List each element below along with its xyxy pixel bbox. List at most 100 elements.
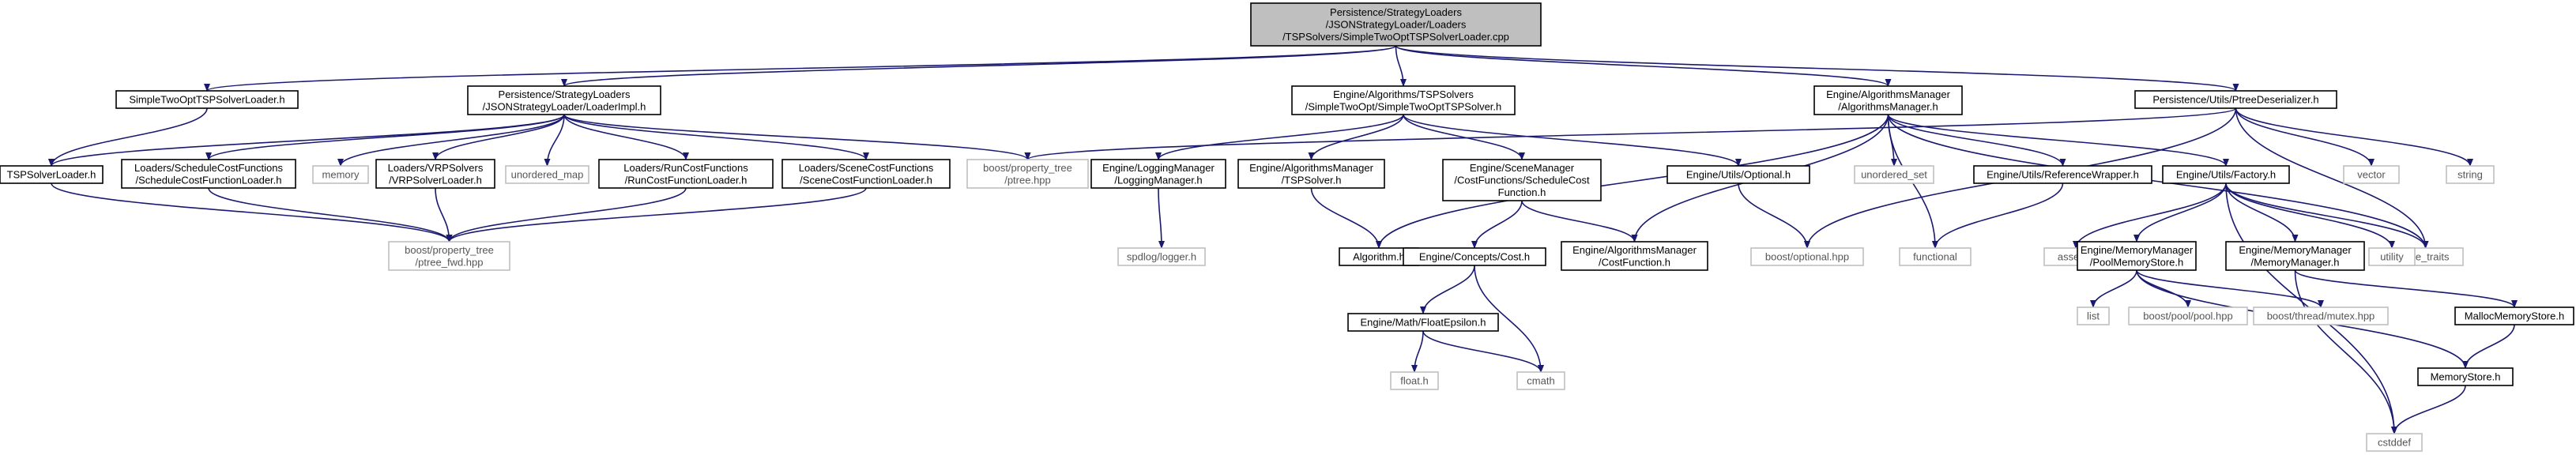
node-reference-wrapper-h[interactable]: Engine/Utils/ReferenceWrapper.h bbox=[1973, 165, 2152, 184]
node-label: /JSONStrategyLoader/Loaders bbox=[1326, 19, 1467, 31]
node-label: /LoggingManager.h bbox=[1114, 174, 1202, 186]
node-spdlog-h: spdlog/logger.h bbox=[1117, 247, 1206, 266]
node-concepts-cost-h[interactable]: Engine/Concepts/Cost.h bbox=[1403, 247, 1546, 266]
node-label: /ptree.hpp bbox=[1004, 174, 1051, 186]
node-simple-solver-h[interactable]: Engine/Algorithms/TSPSolvers/SimpleTwoOp… bbox=[1291, 85, 1516, 115]
node-ptree-deser-h[interactable]: Persistence/Utils/PtreeDeserializer.h bbox=[2134, 90, 2337, 109]
include-edge bbox=[1395, 45, 1892, 87]
node-box bbox=[2134, 90, 2337, 109]
node-memory-store-h[interactable]: MemoryStore.h bbox=[2417, 367, 2514, 386]
node-label: vector bbox=[2357, 169, 2386, 181]
include-edge bbox=[1308, 114, 1404, 160]
node-label: Engine/Utils/ReferenceWrapper.h bbox=[1987, 169, 2139, 181]
include-edge bbox=[1471, 200, 1523, 249]
node-box bbox=[2368, 247, 2416, 266]
node-label: /ptree_fwd.hpp bbox=[415, 256, 483, 268]
node-box bbox=[1750, 247, 1864, 266]
node-factory-h[interactable]: Engine/Utils/Factory.h bbox=[2162, 165, 2290, 184]
node-label: Engine/Concepts/Cost.h bbox=[1419, 251, 1530, 263]
edge-ptree-deser-h-to-string bbox=[2235, 107, 2473, 167]
include-edge bbox=[1521, 200, 1638, 243]
include-edge bbox=[1887, 114, 2229, 167]
node-box bbox=[2446, 165, 2495, 184]
node-tspsolverloader-h[interactable]: TSPSolverLoader.h bbox=[0, 165, 104, 184]
include-edge bbox=[1420, 265, 1475, 314]
node-boost-pool: boost/pool/pool.hpp bbox=[2128, 306, 2248, 325]
node-box bbox=[1090, 159, 1226, 189]
node-schedule-cost-function-h[interactable]: Engine/SceneManager/CostFunctions/Schedu… bbox=[1442, 159, 1602, 201]
node-am-tspsolver-h[interactable]: Engine/AlgorithmsManager/TSPSolver.h bbox=[1237, 159, 1385, 189]
node-scene-cost-loader-h[interactable]: Loaders/SceneCostFunctions/SceneCostFunc… bbox=[781, 159, 951, 189]
include-edge bbox=[1310, 187, 1382, 249]
node-functional: functional bbox=[1899, 247, 1972, 266]
include-edge bbox=[432, 114, 565, 160]
edge-simple-solver-h-to-logging-manager-h bbox=[1155, 114, 1404, 160]
include-edge bbox=[1395, 45, 2239, 92]
include-edge bbox=[1932, 182, 2064, 249]
node-box bbox=[312, 165, 369, 184]
node-label: TSPSolverLoader.h bbox=[7, 169, 96, 181]
node-label: string bbox=[2457, 169, 2483, 181]
node-unordered-map: unordered_map bbox=[505, 165, 589, 184]
include-edge bbox=[561, 45, 1397, 87]
include-edge bbox=[2462, 324, 2515, 369]
node-label: Persistence/StrategyLoaders bbox=[1330, 6, 1462, 18]
include-edge bbox=[2133, 182, 2227, 243]
node-label: MallocMemoryStore.h bbox=[2465, 310, 2564, 322]
include-edge bbox=[2235, 107, 2429, 249]
node-am-costfunction-h[interactable]: Engine/AlgorithmsManager/CostFunction.h bbox=[1561, 241, 1708, 271]
include-edge bbox=[204, 45, 1397, 92]
node-schedule-cost-loader-h[interactable]: Loaders/ScheduleCostFunctions/ScheduleCo… bbox=[121, 159, 296, 189]
edge-float-epsilon-h-to-float-h bbox=[1411, 330, 1424, 373]
node-label: Engine/Utils/Optional.h bbox=[1686, 169, 1791, 181]
node-label: boost/property_tree bbox=[405, 244, 494, 256]
node-vector: vector bbox=[2343, 165, 2400, 184]
node-vrp-loader-h[interactable]: Loaders/VRPSolvers/VRPSolverLoader.h bbox=[375, 159, 495, 189]
node-pool-memory-store-h[interactable]: Engine/MemoryManager/PoolMemoryStore.h bbox=[2077, 241, 2197, 271]
node-run-cost-loader-h[interactable]: Loaders/RunCostFunctions/RunCostFunction… bbox=[598, 159, 774, 189]
node-box bbox=[115, 90, 299, 109]
node-memory-manager-h[interactable]: Engine/MemoryManager/MemoryManager.h bbox=[2225, 241, 2365, 271]
node-box bbox=[966, 159, 1089, 189]
node-loaderimpl-h[interactable]: Persistence/StrategyLoaders/JSONStrategy… bbox=[467, 85, 661, 115]
edge-ptree-deser-h-to-vector bbox=[2235, 107, 2375, 167]
node-label: /CostFunction.h bbox=[1599, 256, 1670, 268]
node-box bbox=[1250, 2, 1542, 47]
edge-float-epsilon-h-to-cmath bbox=[1422, 330, 1544, 373]
edge-loaderimpl-h-to-scene-cost-loader-h bbox=[563, 114, 869, 160]
edge-root-to-simple-loader-h bbox=[204, 45, 1397, 92]
node-root[interactable]: Persistence/StrategyLoaders/JSONStrategy… bbox=[1250, 2, 1542, 47]
edge-scene-cost-loader-h-to-ptree-fwd-hpp bbox=[446, 187, 867, 243]
node-box bbox=[1561, 241, 1708, 271]
node-label: /VRPSolverLoader.h bbox=[389, 174, 482, 186]
node-float-epsilon-h[interactable]: Engine/Math/FloatEpsilon.h bbox=[1347, 313, 1499, 332]
node-cstddef: cstddef bbox=[2366, 433, 2423, 452]
node-box bbox=[1516, 371, 1565, 390]
node-algorithm-h[interactable]: Algorithm.h bbox=[1339, 247, 1419, 266]
node-label: /RunCostFunctionLoader.h bbox=[625, 174, 748, 186]
node-label: /MemoryManager.h bbox=[2251, 256, 2340, 268]
node-label: boost/pool/pool.hpp bbox=[2143, 310, 2232, 322]
edge-schedule-cost-function-h-to-am-costfunction-h bbox=[1521, 200, 1638, 243]
include-edge bbox=[563, 114, 1031, 160]
node-label: functional bbox=[1913, 251, 1957, 263]
node-label: Engine/AlgorithmsManager bbox=[1249, 162, 1373, 174]
include-edge bbox=[1158, 187, 1165, 249]
node-algo-manager-h[interactable]: Engine/AlgorithmsManager/AlgorithmsManag… bbox=[1813, 85, 1963, 115]
edge-loaderimpl-h-to-schedule-cost-loader-h bbox=[205, 114, 565, 160]
edge-root-to-loaderimpl-h bbox=[561, 45, 1397, 87]
edge-simple-loader-h-to-tspsolverloader-h bbox=[48, 107, 208, 167]
node-box bbox=[1813, 85, 1963, 115]
node-label: Engine/AlgorithmsManager bbox=[1826, 88, 1950, 100]
node-label: Loaders/SceneCostFunctions bbox=[799, 162, 934, 174]
edge-loaderimpl-h-to-tspsolverloader-h bbox=[48, 114, 565, 167]
edge-factory-h-to-type-traits bbox=[2225, 182, 2429, 249]
node-malloc-memory-store-h[interactable]: MallocMemoryStore.h bbox=[2454, 306, 2574, 325]
include-edge bbox=[1403, 114, 1742, 167]
edge-loaderimpl-h-to-memory bbox=[337, 114, 565, 167]
node-logging-manager-h[interactable]: Engine/LoggingManager/LoggingManager.h bbox=[1090, 159, 1226, 189]
edge-loaderimpl-h-to-unordered-map bbox=[544, 114, 565, 167]
node-simple-loader-h[interactable]: SimpleTwoOptTSPSolverLoader.h bbox=[115, 90, 299, 109]
node-label: Engine/LoggingManager bbox=[1102, 162, 1215, 174]
node-optional-h[interactable]: Engine/Utils/Optional.h bbox=[1666, 165, 1810, 184]
